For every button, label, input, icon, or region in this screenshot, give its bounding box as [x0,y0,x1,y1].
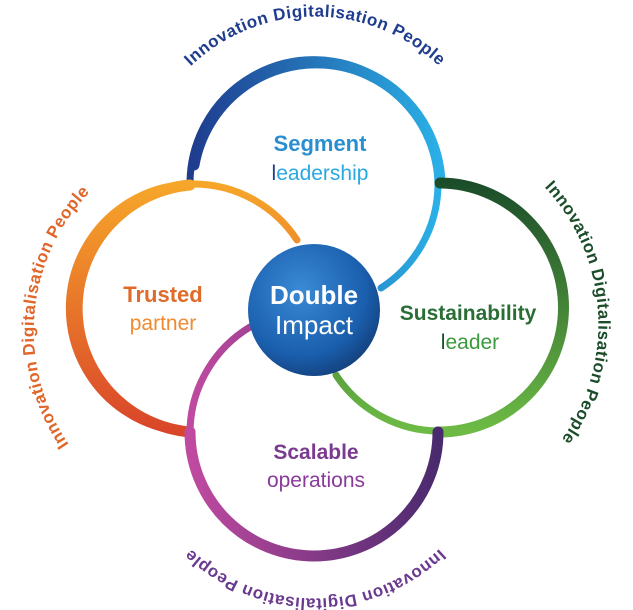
trusted-title: Trusted [123,282,202,307]
scalable-title: Scalable [273,441,358,464]
sustainability-subtitle-first: l [441,331,446,354]
center-circle [248,244,380,376]
arc-label-right: Innovation Digitalisation People [541,177,613,448]
center-title: Double [270,280,358,310]
segment-ring-thick [188,57,446,189]
sustainability-subtitle: leader [441,331,499,354]
sustainability-title: Sustainability [400,302,537,325]
segment-title: Segment [274,131,368,156]
scalable-subtitle: operations [267,469,365,492]
sustainability-subtitle-rest: eader [445,331,499,354]
trusted-subtitle: partner [130,312,197,335]
segment-subtitle-first: l [272,162,277,185]
trusted-ring-thick [71,179,196,438]
center-subtitle: Impact [275,310,354,340]
segment-subtitle: leadership [272,162,369,185]
segment-subtitle-rest: eadership [276,162,368,185]
scalable-ring-thick [184,426,444,562]
sustainability-ring-thick [432,177,569,438]
